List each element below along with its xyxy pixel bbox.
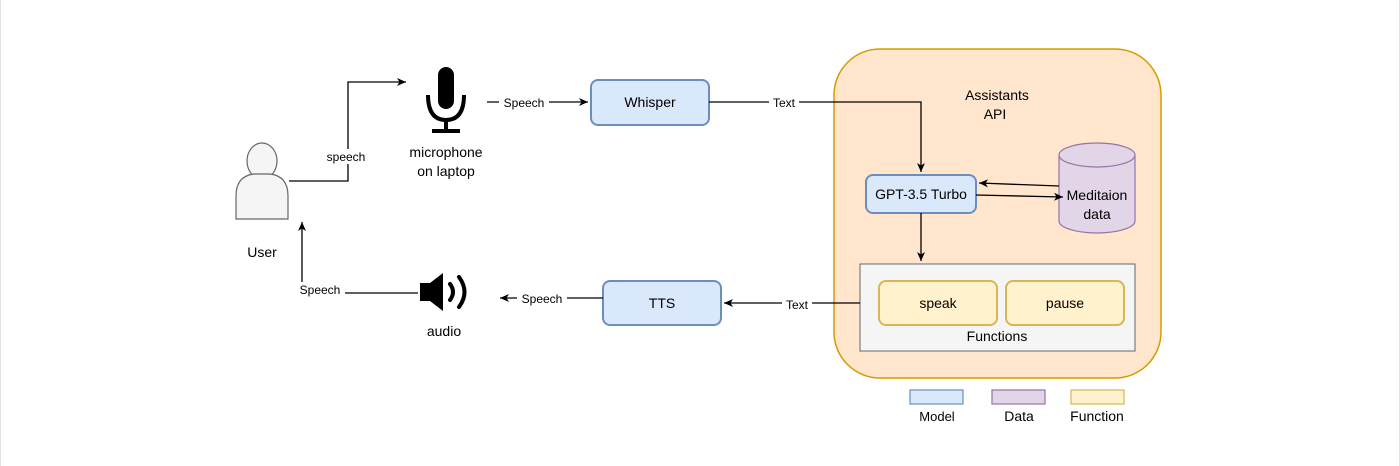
legend-function-swatch <box>1070 389 1125 405</box>
speak-label: speak <box>919 295 957 311</box>
legend-model-label: Model <box>919 409 955 424</box>
edge-gpt-to-data <box>975 192 1064 201</box>
edge-label-tts-to-audio: Speech <box>522 292 563 306</box>
whisper-label: Whisper <box>624 94 676 110</box>
user-label: User <box>247 244 277 260</box>
edge-label-whisper-to-gpt: Text <box>773 96 796 110</box>
audio-label: audio <box>427 323 461 339</box>
meditation-data-label-line1: Meditaion <box>1067 187 1128 203</box>
edge-label-mic-to-whisper: Speech <box>504 96 545 110</box>
microphone-label-line2: on laptop <box>417 163 475 179</box>
assistants-api-label-line2: API <box>984 106 1007 122</box>
meditation-data-label-line2: data <box>1083 206 1110 222</box>
pause-label: pause <box>1046 295 1084 311</box>
pause-function <box>1005 280 1125 326</box>
meditation-data-node <box>1058 142 1136 234</box>
functions-group-label: Functions <box>967 328 1028 344</box>
legend-function-label: Function <box>1070 408 1124 424</box>
legend-data-label: Data <box>1004 408 1034 424</box>
legend-model-swatch <box>909 389 964 405</box>
gpt-label: GPT-3.5 Turbo <box>875 186 967 202</box>
microphone-icon <box>426 67 466 133</box>
edge-label-user-to-mic: speech <box>327 150 366 164</box>
assistants-api-label-line1: Assistants <box>965 87 1029 103</box>
speaker-icon <box>420 273 467 311</box>
edge-label-functions-to-tts: Text <box>786 298 809 312</box>
user-icon <box>235 142 289 220</box>
tts-node <box>602 280 722 326</box>
edge-user-to-mic <box>289 78 406 182</box>
edge-data-to-gpt <box>978 179 1060 188</box>
tts-label: TTS <box>649 295 675 311</box>
legend-data-swatch <box>991 389 1046 405</box>
speak-function <box>878 280 998 326</box>
microphone-label-line1: microphone <box>409 144 482 160</box>
edge-label-audio-to-user: Speech <box>300 283 341 297</box>
